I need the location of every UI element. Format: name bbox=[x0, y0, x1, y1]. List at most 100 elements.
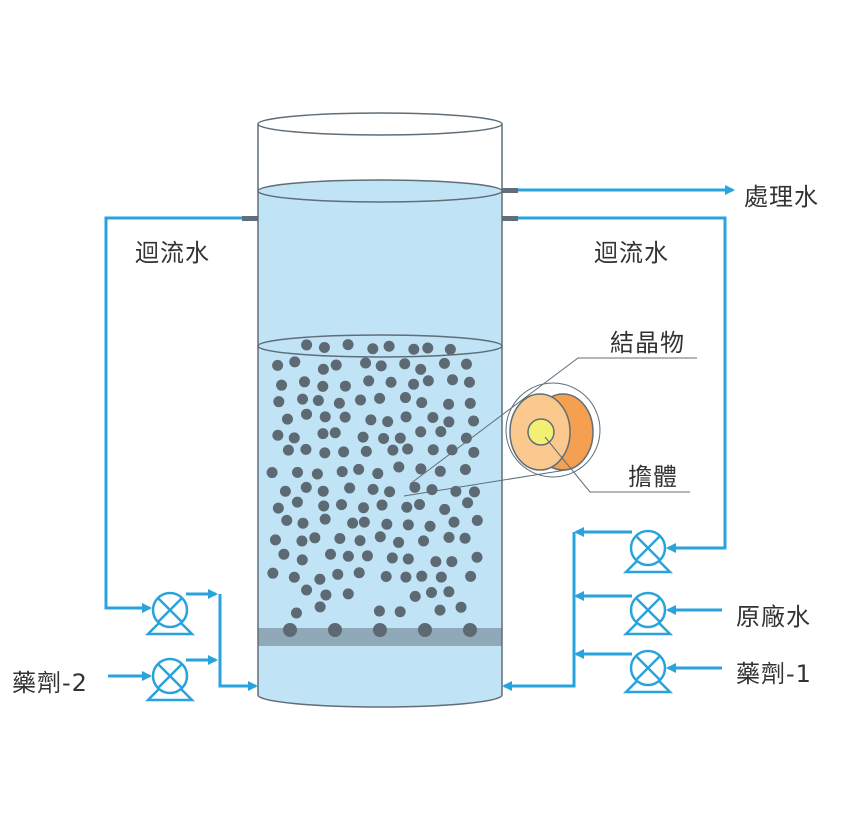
particle bbox=[320, 589, 332, 601]
label-carrier: 擔體 bbox=[628, 463, 678, 491]
particle bbox=[401, 501, 413, 513]
recycle-right-line bbox=[518, 216, 727, 553]
particle bbox=[336, 499, 348, 511]
particle bbox=[332, 568, 344, 580]
particle bbox=[424, 520, 436, 532]
label-recycle-left: 迴流水 bbox=[135, 239, 210, 267]
particle bbox=[342, 588, 354, 600]
particle bbox=[367, 483, 379, 495]
particle bbox=[443, 416, 455, 428]
particle bbox=[269, 534, 281, 546]
nozzle bbox=[418, 623, 432, 637]
particle bbox=[312, 394, 324, 406]
particle bbox=[402, 519, 414, 531]
right-outlet-stub bbox=[502, 216, 518, 221]
particle bbox=[297, 393, 309, 405]
particle bbox=[309, 532, 321, 544]
flow-lines bbox=[104, 185, 735, 691]
particle bbox=[358, 502, 370, 514]
particle bbox=[385, 376, 397, 388]
particle bbox=[416, 397, 428, 409]
label-chemical-1: 藥劑-1 bbox=[736, 660, 812, 688]
particle bbox=[317, 380, 329, 392]
label-treated-water: 處理水 bbox=[744, 183, 819, 211]
particle bbox=[383, 340, 395, 352]
particle bbox=[414, 498, 426, 510]
pump-icon bbox=[622, 529, 674, 574]
particle bbox=[400, 571, 412, 583]
bed-surface bbox=[257, 334, 503, 358]
nozzle bbox=[283, 623, 297, 637]
particle bbox=[408, 343, 420, 355]
particle bbox=[292, 466, 304, 478]
particle bbox=[374, 392, 386, 404]
particle bbox=[314, 601, 326, 613]
particle bbox=[443, 586, 455, 598]
particle bbox=[400, 411, 412, 423]
particle bbox=[339, 411, 351, 423]
particle bbox=[444, 343, 456, 355]
particle bbox=[459, 532, 471, 544]
particle bbox=[459, 464, 471, 476]
particle bbox=[272, 359, 284, 371]
nozzle bbox=[373, 623, 387, 637]
particle bbox=[301, 339, 313, 351]
label-raw-water: 原廠水 bbox=[736, 603, 811, 631]
particle bbox=[468, 446, 480, 458]
reactor-vessel bbox=[242, 112, 518, 708]
particle bbox=[409, 481, 421, 493]
particle bbox=[357, 431, 369, 443]
top-outlet-stub bbox=[502, 188, 518, 193]
particle bbox=[471, 551, 483, 563]
particle bbox=[358, 516, 370, 528]
particle bbox=[402, 553, 414, 565]
particle bbox=[317, 363, 329, 375]
particle bbox=[384, 486, 396, 498]
pump-icon bbox=[144, 591, 196, 636]
particle bbox=[447, 374, 459, 386]
particle bbox=[365, 414, 377, 426]
particle bbox=[330, 359, 342, 371]
particle bbox=[468, 415, 480, 427]
particle bbox=[372, 468, 384, 480]
particle bbox=[393, 536, 405, 548]
particle bbox=[329, 427, 341, 439]
particle bbox=[427, 412, 439, 424]
nozzle bbox=[328, 623, 342, 637]
label-chemical-2: 藥劑-2 bbox=[12, 669, 88, 697]
particle bbox=[446, 444, 458, 456]
particle bbox=[317, 428, 329, 440]
particle bbox=[338, 446, 350, 458]
particle bbox=[463, 376, 475, 388]
particle bbox=[267, 567, 279, 579]
particle bbox=[319, 447, 331, 459]
particle bbox=[291, 496, 303, 508]
particle bbox=[465, 570, 477, 582]
particle bbox=[325, 548, 337, 560]
pump-icon bbox=[622, 649, 674, 694]
particle bbox=[367, 343, 379, 355]
particle bbox=[393, 461, 405, 473]
particle bbox=[438, 357, 450, 369]
particle bbox=[281, 514, 293, 526]
crystal-detail bbox=[403, 357, 697, 497]
particle bbox=[415, 463, 427, 475]
particle bbox=[334, 533, 346, 545]
particle bbox=[382, 416, 394, 428]
particle bbox=[443, 531, 455, 543]
particle bbox=[272, 502, 284, 514]
carrier-leader bbox=[544, 436, 690, 493]
particle bbox=[279, 485, 291, 497]
particle bbox=[394, 606, 406, 618]
particle bbox=[296, 554, 308, 566]
particle bbox=[317, 485, 329, 497]
particle bbox=[415, 426, 427, 438]
particle bbox=[435, 571, 447, 583]
particle bbox=[290, 607, 302, 619]
label-crystal: 結晶物 bbox=[610, 329, 685, 357]
particle bbox=[399, 358, 411, 370]
particle bbox=[374, 531, 386, 543]
particle bbox=[278, 548, 290, 560]
particle bbox=[288, 571, 300, 583]
